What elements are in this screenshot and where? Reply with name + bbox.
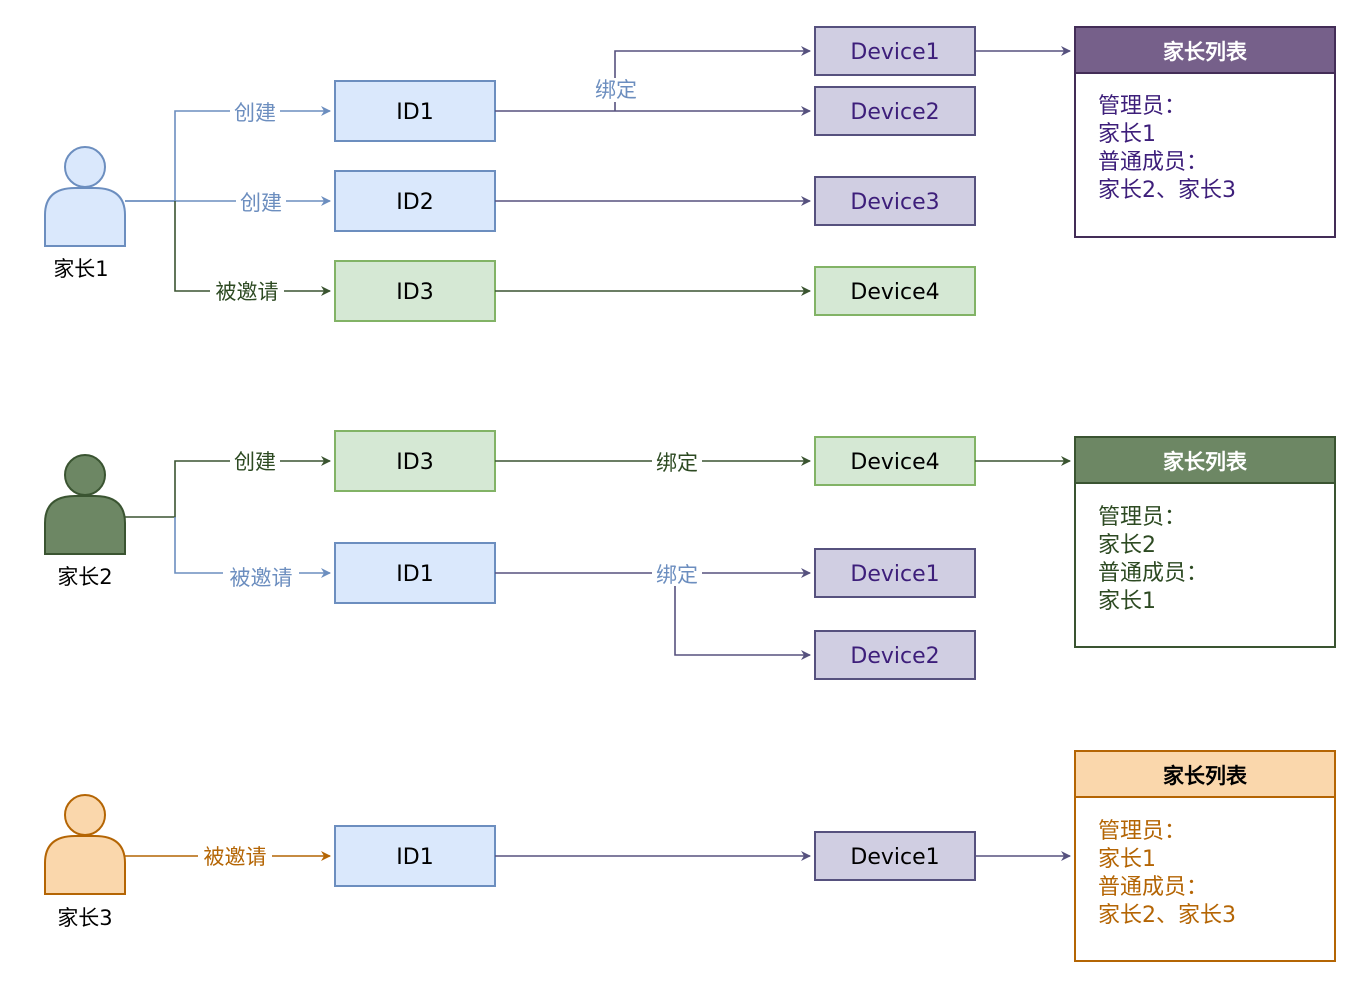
parent-list-s3-line-1: 家长1 (1098, 847, 1156, 872)
parent-list-s3 (1074, 750, 1336, 962)
parent-list-s1 (1074, 26, 1336, 238)
edge-label-invited-1: 被邀请 (216, 280, 279, 304)
parent-list-s1-line-2: 普通成员： (1098, 150, 1208, 175)
device-box-s2-d4[interactable] (814, 436, 976, 486)
id-box-s2-id1[interactable] (334, 542, 496, 604)
parent-list-s1-line-3: 家长2、家长3 (1098, 178, 1236, 203)
device-label-s3-d1: Device1 (850, 845, 939, 870)
device-box-s2-d2[interactable] (814, 630, 976, 680)
parent-list-s2-title: 家长列表 (1163, 450, 1248, 474)
parent-list-s1-line-1: 家长1 (1098, 122, 1156, 147)
user1-person-icon (44, 146, 126, 247)
edge-label-create-1: 创建 (234, 101, 276, 125)
id-label-s3-id1: ID1 (396, 845, 433, 870)
id-label-s1-id3: ID3 (396, 280, 433, 305)
device-box-s3-d1[interactable] (814, 831, 976, 881)
device-box-s1-d4[interactable] (814, 266, 976, 316)
user1-label: 家长1 (53, 257, 108, 281)
parent-list-s3-title: 家长列表 (1163, 764, 1248, 788)
edge-label-invited-2: 被邀请 (230, 566, 293, 590)
edge-user2-create-id3 (125, 456, 331, 518)
id-label-s1-id2: ID2 (396, 190, 433, 215)
parent-list-s2-line-1: 家长2 (1098, 533, 1156, 558)
id-label-s2-id1: ID1 (396, 562, 433, 587)
parent-list-s1-line-0: 管理员： (1098, 94, 1186, 119)
id-label-s1-id1: ID1 (396, 100, 433, 125)
parent-list-s3-line-0: 管理员： (1098, 819, 1186, 844)
id-box-s1-id2[interactable] (334, 170, 496, 232)
device-box-s2-d1[interactable] (814, 548, 976, 598)
id-label-s2-id3: ID3 (396, 450, 433, 475)
edge-user1-create-id1 (125, 106, 331, 202)
edge-label-bind-3: 绑定 (656, 563, 698, 587)
device-box-s1-d2[interactable] (814, 86, 976, 136)
device-label-s2-d4: Device4 (850, 450, 939, 475)
parent-list-s1-title: 家长列表 (1163, 40, 1248, 64)
parent-list-s2 (1074, 436, 1336, 648)
edge-label-create-3: 创建 (234, 450, 276, 474)
device-label-s1-d2: Device2 (850, 100, 939, 125)
device-label-s1-d3: Device3 (850, 190, 939, 215)
id-box-s1-id1[interactable] (334, 80, 496, 142)
edge-label-bind-1: 绑定 (595, 78, 637, 102)
user2-label: 家长2 (57, 565, 112, 589)
id-box-s2-id3[interactable] (334, 430, 496, 492)
edge-label-create-2: 创建 (240, 191, 282, 215)
parent-list-s3-line-2: 普通成员： (1098, 875, 1208, 900)
parent-list-s3-line-3: 家长2、家长3 (1098, 903, 1236, 928)
user2-person-icon (44, 454, 126, 555)
edge-label-invited-3: 被邀请 (204, 845, 267, 869)
edge-label-bind-2: 绑定 (656, 451, 698, 475)
device-label-s1-d4: Device4 (850, 280, 939, 305)
parent-list-s2-line-0: 管理员： (1098, 505, 1186, 530)
device-label-s1-d1: Device1 (850, 40, 939, 65)
edge-s1-id1-device1 (614, 46, 811, 111)
device-box-s1-d3[interactable] (814, 176, 976, 226)
parent-list-s2-line-3: 家长1 (1098, 589, 1156, 614)
device-label-s2-d1: Device1 (850, 562, 939, 587)
parent-list-s2-line-2: 普通成员： (1098, 561, 1208, 586)
device-label-s2-d2: Device2 (850, 644, 939, 669)
edge-s2-id1-device2 (674, 573, 811, 660)
user3-person-icon (44, 794, 126, 895)
user3-label: 家长3 (57, 906, 112, 930)
